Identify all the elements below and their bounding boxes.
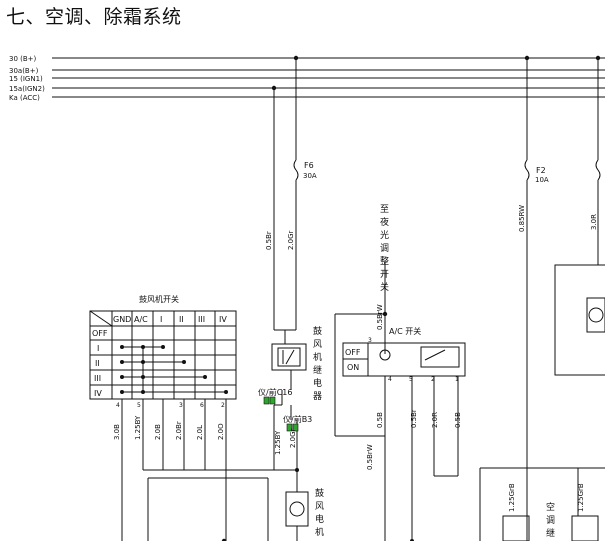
ac-pin: 2	[431, 376, 435, 383]
wire-label: 2.0O	[217, 423, 225, 440]
wire-label: 1.25GrB	[508, 483, 516, 512]
switch-pin: 5	[137, 402, 141, 409]
switch-pin: 6	[200, 402, 204, 409]
switch-pin: 3	[179, 402, 183, 409]
fuse-f6-rating: 30A	[303, 172, 317, 180]
bus-label: 15 (IGN1)	[9, 75, 43, 83]
svg-text:鼓: 鼓	[315, 487, 324, 499]
svg-text:夜: 夜	[380, 216, 389, 228]
ac-pin: 4	[388, 376, 392, 383]
night-light-label: 至 夜 光 调 整 开 关	[380, 204, 389, 293]
switch-header: GND	[113, 315, 131, 324]
ac-pin: 5	[409, 376, 413, 383]
svg-text:关: 关	[380, 281, 389, 293]
wire-label: 2.0B	[154, 424, 162, 440]
fuse-f2-rating: 10A	[535, 176, 549, 184]
bus-label: Ka (ACC)	[9, 94, 40, 102]
svg-text:至: 至	[380, 204, 389, 215]
svg-text:调: 调	[546, 515, 555, 526]
connector-b3-pin-a	[286, 423, 293, 432]
wire-label: 0.5Br	[265, 231, 273, 250]
wire-label: 0.85RW	[518, 205, 526, 232]
wire-label: 1.25BY	[134, 415, 142, 440]
svg-text:机: 机	[313, 351, 322, 363]
blower-switch-title: 鼓风机开关	[139, 294, 179, 304]
ac-pin: 1	[455, 376, 459, 383]
wire-label: 2.0Gr	[289, 428, 297, 448]
svg-text:整: 整	[380, 255, 389, 267]
wire-label: 0.5BrW	[366, 444, 374, 470]
page-title: 七、空调、除霜系统	[6, 6, 182, 28]
blower-relay-label: 鼓 风 机 继 电 器	[313, 325, 322, 402]
svg-text:器: 器	[313, 391, 322, 402]
connector-b3-label: 仪/前B3	[283, 414, 312, 424]
svg-text:光: 光	[380, 229, 389, 241]
wire-label: 3.0R	[590, 214, 598, 230]
wire-label: 2.0L	[196, 425, 204, 440]
fuse-f2-id: F2	[536, 166, 546, 175]
bus-label: 30a(B+)	[9, 67, 39, 75]
wire-label: 0.5B	[454, 412, 462, 428]
fuse-f6-id: F6	[304, 161, 314, 170]
switch-row-label: OFF	[92, 329, 108, 338]
svg-text:风: 风	[313, 339, 322, 350]
wire-label: 2.0R	[431, 412, 439, 428]
svg-text:电: 电	[315, 513, 324, 525]
svg-text:鼓: 鼓	[313, 325, 322, 337]
switch-header: III	[198, 315, 205, 324]
switch-header: A/C	[134, 315, 148, 324]
svg-text:电: 电	[313, 377, 322, 389]
svg-text:调: 调	[380, 243, 389, 254]
switch-pin: 4	[116, 402, 120, 409]
wire-label: 2.0Gr	[287, 230, 295, 250]
svg-text:继: 继	[313, 364, 322, 376]
ac-switch-on: ON	[347, 363, 359, 372]
switch-pin: 2	[221, 402, 225, 409]
connector-c16-pin-a	[263, 396, 270, 405]
wire-label: 1.25GrB	[577, 483, 585, 512]
switch-header: IV	[219, 315, 227, 324]
wire-label: 0.5BrW	[376, 304, 384, 330]
svg-text:开: 开	[380, 269, 389, 280]
switch-header: II	[179, 315, 184, 324]
connector-c16-label: 仪/前C16	[258, 387, 292, 397]
svg-text:空: 空	[546, 501, 555, 513]
ac-switch-off: OFF	[345, 348, 361, 357]
switch-row-label: III	[94, 374, 101, 383]
bus-label: 30 (B+)	[9, 55, 37, 63]
switch-header: I	[160, 315, 162, 324]
wire-label: 2.0Br	[175, 421, 183, 440]
wire-label: 3.0B	[113, 424, 121, 440]
ac-pin: 3	[368, 337, 372, 344]
wire-label: 1.25BY	[274, 430, 282, 455]
switch-row-label: II	[95, 359, 100, 368]
connector-b3-pin-b	[292, 423, 299, 432]
switch-row-label: I	[97, 344, 99, 353]
bus-label: 15a(IGN2)	[9, 85, 45, 93]
connector-c16-pin-b	[269, 396, 276, 405]
wire-label: 0.5B	[376, 412, 384, 428]
svg-text:风: 风	[315, 501, 324, 512]
wire-label: 0.5Br	[410, 409, 418, 428]
svg-text:继: 继	[546, 527, 555, 539]
switch-row-label: IV	[94, 389, 102, 398]
ac-switch-label: A/C 开关	[389, 326, 421, 336]
ac-relay-label: 空 调 继	[546, 501, 555, 539]
blower-motor-label: 鼓 风 电 机	[315, 487, 324, 538]
svg-text:机: 机	[315, 526, 324, 538]
